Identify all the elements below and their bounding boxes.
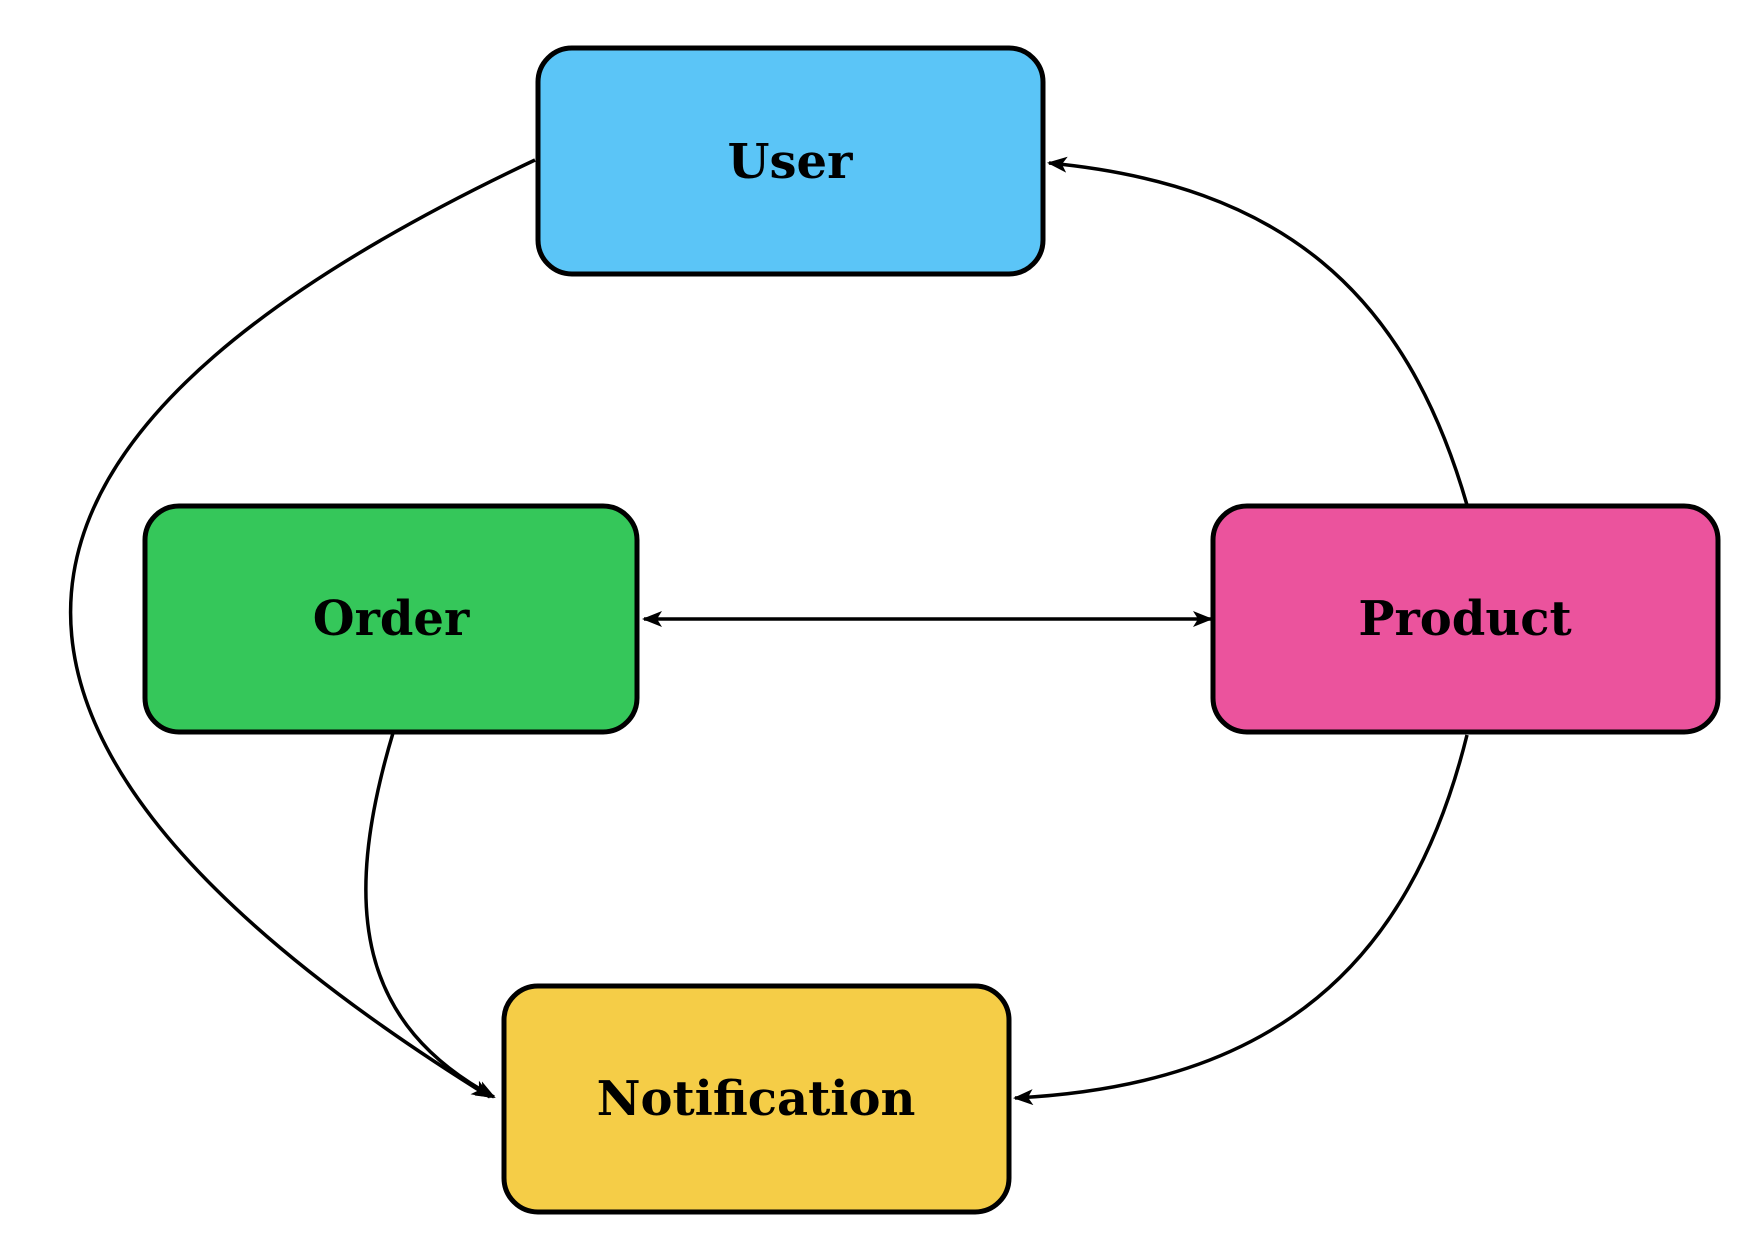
node-notification-box xyxy=(501,983,1012,1215)
edge-product-to-user xyxy=(1047,156,1469,506)
edge-user-to-notification xyxy=(68,158,536,1099)
node-user-label: User xyxy=(728,134,853,190)
node-order-label: Order xyxy=(313,591,470,647)
node-order[interactable]: Order xyxy=(142,503,640,735)
node-user[interactable]: User xyxy=(535,45,1046,277)
edges xyxy=(68,156,1469,1106)
node-product-label: Product xyxy=(1358,591,1571,647)
node-product-box xyxy=(1210,503,1721,735)
node-product[interactable]: Product xyxy=(1210,503,1721,735)
node-notification-label: Notification xyxy=(597,1071,916,1127)
node-user-box xyxy=(535,45,1046,277)
edge-order-to-notification xyxy=(364,732,496,1099)
node-notification[interactable]: Notification xyxy=(501,983,1012,1215)
edge-product-to-notification xyxy=(1013,734,1469,1106)
node-order-box xyxy=(142,503,640,735)
